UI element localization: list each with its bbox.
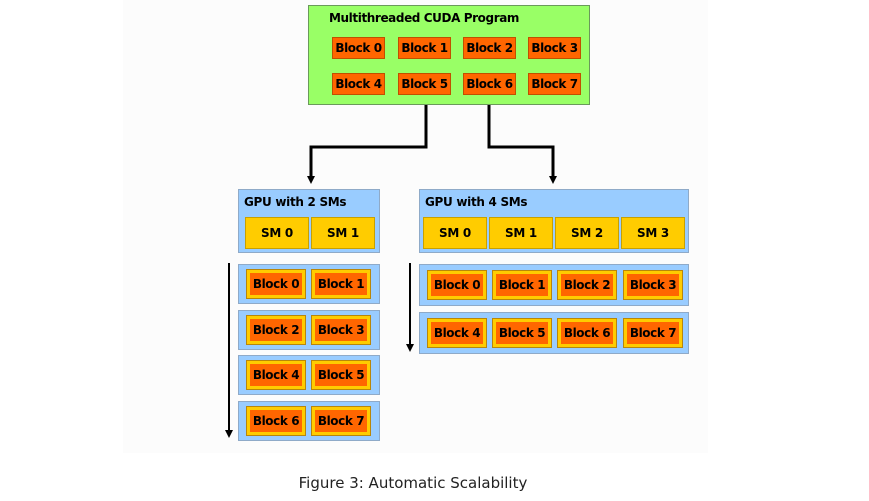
gpu4-block-4: Block 4 — [427, 318, 487, 348]
program-block-7: Block 7 — [528, 73, 581, 95]
gpu2-block-5: Block 5 — [311, 360, 371, 390]
program-block-1: Block 1 — [398, 37, 451, 59]
program-block-3: Block 3 — [528, 37, 581, 59]
gpu2-row-0: Block 0 Block 1 — [238, 264, 380, 304]
gpu2-block-1: Block 1 — [311, 269, 371, 299]
gpu4-row-0: Block 0 Block 1 Block 2 Block 3 — [419, 264, 689, 306]
arrow-to-gpu2 — [307, 105, 428, 184]
gpu4-sm-2: SM 2 — [555, 217, 619, 249]
program-block-6: Block 6 — [463, 73, 516, 95]
gpu2-sm-0: SM 0 — [245, 217, 309, 249]
gpu2-block-6: Block 6 — [246, 406, 306, 436]
gpu2-row-2: Block 4 Block 5 — [238, 355, 380, 395]
program-block-2: Block 2 — [463, 37, 516, 59]
gpu4-block-1: Block 1 — [492, 270, 552, 300]
gpu-4sm-box: GPU with 4 SMs SM 0 SM 1 SM 2 SM 3 — [419, 189, 689, 253]
gpu4-sm-0: SM 0 — [423, 217, 487, 249]
cuda-program-box: Multithreaded CUDA Program Block 0 Block… — [308, 5, 590, 105]
gpu2-block-2: Block 2 — [246, 315, 306, 345]
gpu4-block-5: Block 5 — [492, 318, 552, 348]
gpu4-block-0: Block 0 — [427, 270, 487, 300]
gpu4-block-2: Block 2 — [557, 270, 617, 300]
gpu2-block-3: Block 3 — [311, 315, 371, 345]
gpu2-block-7: Block 7 — [311, 406, 371, 436]
gpu2-row-1: Block 2 Block 3 — [238, 310, 380, 350]
gpu2-row-3: Block 6 Block 7 — [238, 401, 380, 441]
gpu2-sm-1: SM 1 — [311, 217, 375, 249]
gpu4-block-6: Block 6 — [557, 318, 617, 348]
gpu4-sm-1: SM 1 — [489, 217, 553, 249]
cuda-program-title: Multithreaded CUDA Program — [329, 11, 520, 25]
program-block-4: Block 4 — [332, 73, 385, 95]
figure-caption: Figure 3: Automatic Scalability — [298, 474, 528, 492]
program-block-0: Block 0 — [332, 37, 385, 59]
gpu4-block-7: Block 7 — [623, 318, 683, 348]
gpu2-block-0: Block 0 — [246, 269, 306, 299]
gpu-2sm-title: GPU with 2 SMs — [244, 195, 347, 209]
gpu4-row-1: Block 4 Block 5 Block 6 Block 7 — [419, 312, 689, 354]
gpu-4sm-title: GPU with 4 SMs — [425, 195, 528, 209]
gpu4-sm-3: SM 3 — [621, 217, 685, 249]
gpu4-block-3: Block 3 — [623, 270, 683, 300]
program-block-5: Block 5 — [398, 73, 451, 95]
gpu-2sm-box: GPU with 2 SMs SM 0 SM 1 — [238, 189, 380, 253]
gpu2-block-4: Block 4 — [246, 360, 306, 390]
arrow-to-gpu4 — [487, 105, 557, 184]
